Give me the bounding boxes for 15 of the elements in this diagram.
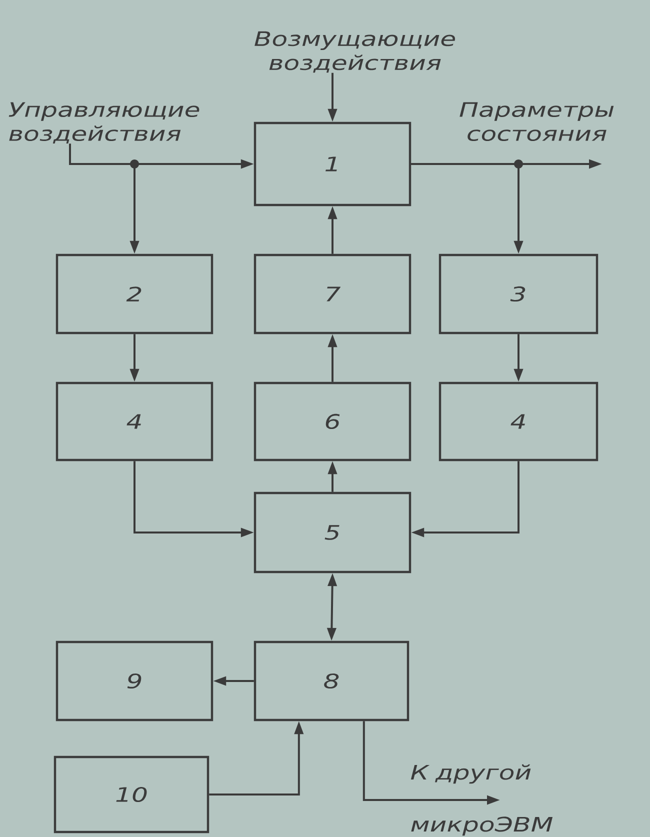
block-box: 10 [54, 756, 210, 834]
block-box: 4 [438, 382, 598, 462]
block-box: 8 [254, 640, 410, 722]
block-box: 5 [254, 492, 412, 574]
block-box: 6 [254, 382, 412, 462]
signal-label: Параметры состояния [460, 102, 614, 142]
block-box: 4 [56, 382, 214, 462]
block-box: 7 [254, 254, 412, 334]
signal-label: Возмущающие воздействия [254, 31, 455, 73]
block-box: 9 [56, 640, 214, 722]
block-box: 1 [254, 122, 412, 206]
block-box: 2 [56, 254, 214, 334]
block-box: 3 [438, 254, 598, 334]
signal-label: К другой микроЭВМ [410, 764, 553, 836]
signal-label: Управляющие воздействия [8, 102, 200, 144]
